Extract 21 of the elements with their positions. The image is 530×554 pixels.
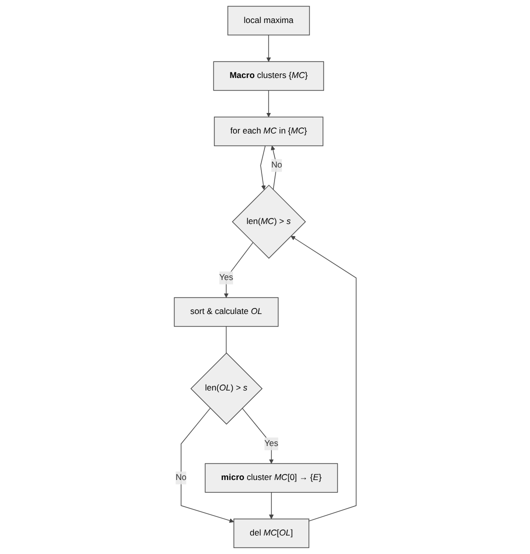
arrow (242, 408, 274, 464)
edge-label: No (271, 160, 282, 170)
arrow (260, 145, 266, 190)
arrow (180, 408, 234, 523)
arrow (268, 492, 274, 520)
node-diamond (232, 184, 306, 259)
arrow (224, 242, 254, 298)
arrow (266, 34, 271, 62)
node-box (174, 297, 278, 327)
node-box (233, 518, 310, 548)
node-box (214, 116, 324, 146)
edge-label: Yes (264, 439, 278, 448)
node-box (204, 463, 338, 493)
flowchart: No Yes Yes No local maxima Macro clusters {MC} for each MC in {MC} len(MC) > s sort & calculate OL len(OL) > s micro cluster MC[0] → {E} del MC[OL] (170, 2, 360, 552)
arrow (266, 90, 271, 118)
edge-label: No (175, 473, 186, 482)
node-box (213, 61, 324, 91)
arrow (290, 236, 356, 522)
node-box (227, 6, 310, 36)
edge-label: Yes (219, 273, 233, 282)
node-diamond (190, 352, 262, 425)
